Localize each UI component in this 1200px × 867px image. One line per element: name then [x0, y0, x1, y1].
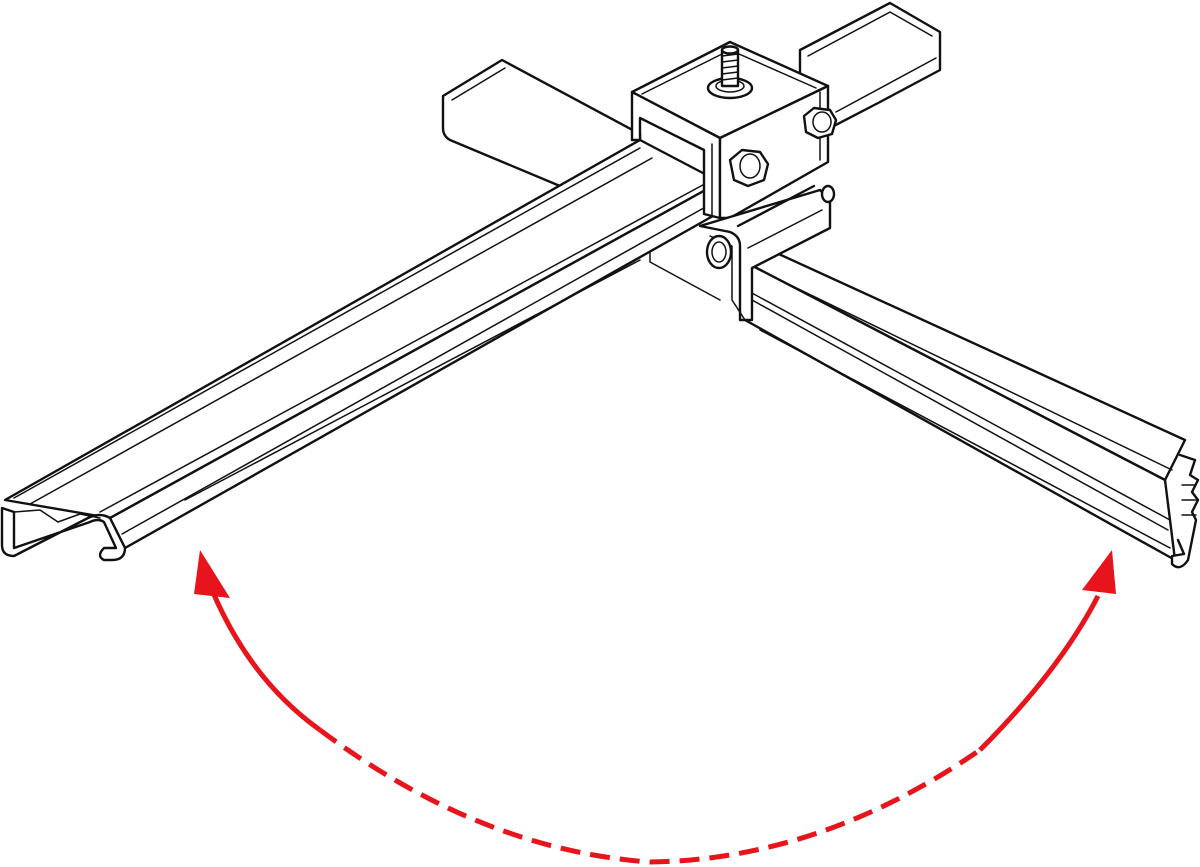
threaded-stud — [706, 45, 754, 100]
rotation-arrow — [194, 550, 1116, 865]
rotation-arc-left-solid — [209, 589, 322, 733]
hex-bolt-right — [802, 106, 838, 140]
arrowhead-left-icon — [194, 550, 230, 598]
arrowhead-right-icon — [1082, 550, 1116, 594]
hex-bolt-front — [728, 148, 770, 188]
hex-bolt-lower — [705, 234, 733, 270]
bolt-end-lower-right — [820, 184, 836, 204]
rear-strut-channel — [441, 1, 942, 301]
front-left-strut-channel — [0, 138, 722, 562]
rotation-arc-right-solid — [978, 594, 1101, 752]
front-right-strut-channel — [743, 248, 1200, 569]
rotation-arc-dashed — [318, 727, 982, 865]
